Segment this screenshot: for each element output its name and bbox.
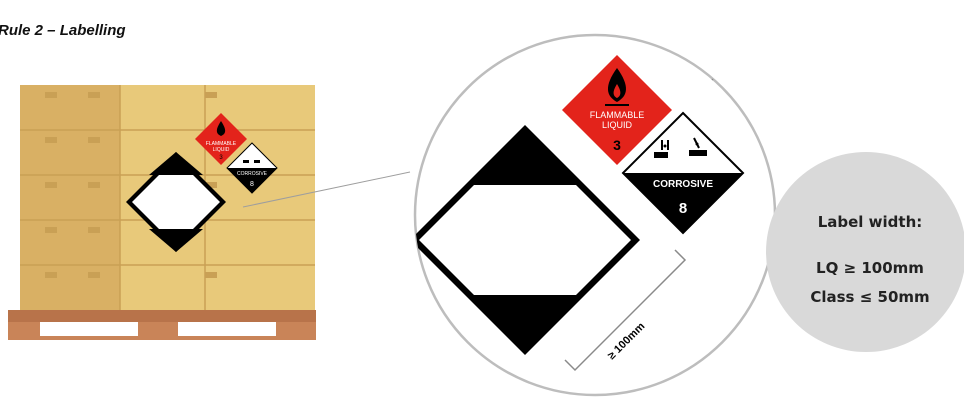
info-class-rule: Class ≤ 50mm: [810, 288, 929, 306]
info-heading: Label width:: [818, 213, 923, 231]
pallet-gap-left: [40, 322, 138, 336]
info-circle: [766, 152, 964, 352]
pallet-illustration: FLAMMABLE LIQUID 3 CORROSIVE 8: [8, 85, 316, 340]
zoom-corrosive-text: CORROSIVE: [653, 179, 713, 190]
zoom-flammable-line2: LIQUID: [602, 120, 633, 130]
flame-base-line: [605, 104, 629, 106]
pallet-corrosive-text: CORROSIVE: [237, 171, 268, 177]
label-width-info: Label width: LQ ≥ 100mm Class ≤ 50mm: [766, 152, 964, 352]
zoom-flammable-line1: FLAMMABLE: [590, 110, 645, 120]
pallet-corrosive-class: 8: [250, 181, 254, 188]
zoom-circle: FLAMMABLE LIQUID 3 CORROSIVE 8: [410, 35, 783, 395]
pallet-top-board: [8, 310, 316, 322]
zoom-corrosive-class: 8: [679, 200, 687, 217]
info-lq-rule: LQ ≥ 100mm: [816, 259, 924, 277]
pallet-gap-right: [178, 322, 276, 336]
zoom-flammable-class: 3: [613, 137, 621, 153]
box-stack-shaded-side: [20, 85, 120, 310]
pallet-flammable-line2: LIQUID: [213, 147, 230, 153]
